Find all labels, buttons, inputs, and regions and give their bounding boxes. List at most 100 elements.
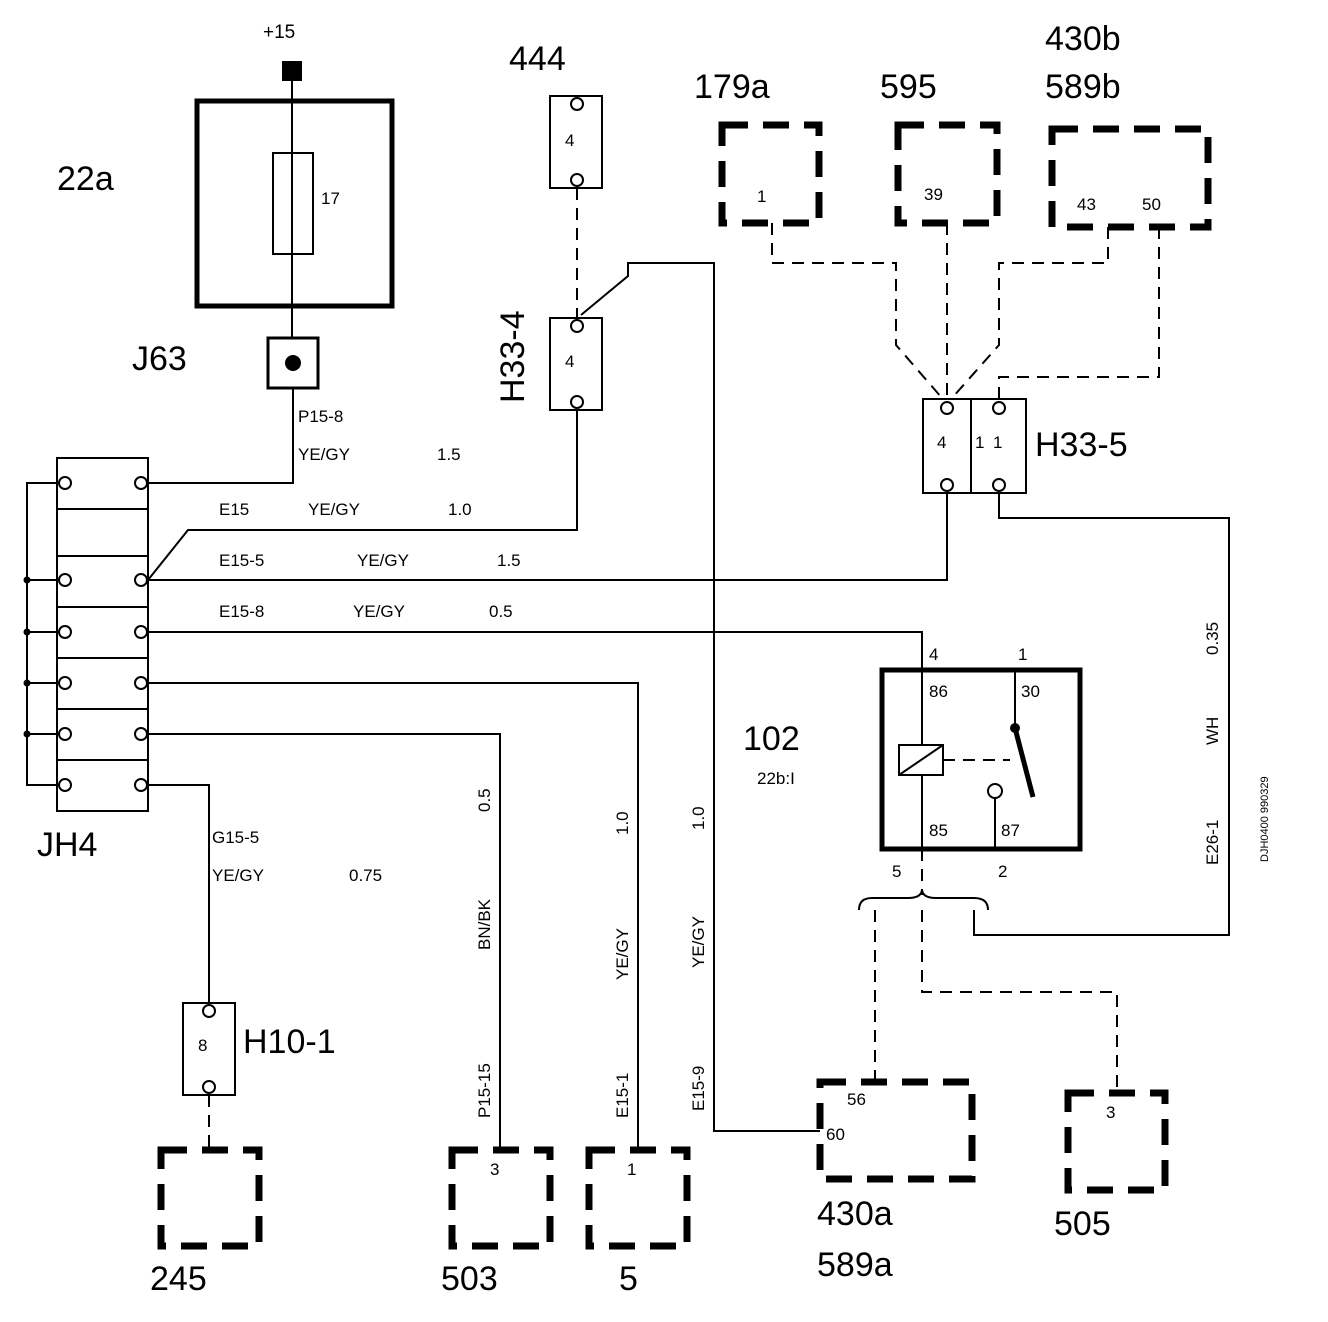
relay-pin-1: 1 — [1018, 645, 1027, 664]
wire-e15-1 — [148, 682, 639, 1148]
wire-e26-1-color: WH — [1203, 717, 1222, 745]
c444-pin: 4 — [565, 131, 574, 150]
wire-p15-8-size: 1.5 — [437, 445, 461, 464]
wire-e15-8 — [148, 631, 923, 670]
c179a-pin: 1 — [757, 187, 766, 206]
label-503: 503 — [441, 1260, 498, 1298]
wire-p15-8 — [147, 388, 294, 484]
component-5: 1 5 — [585, 1146, 691, 1298]
label-589b: 589b — [1045, 68, 1121, 106]
wire-p15-15 — [148, 733, 501, 1148]
label-430b: 430b — [1045, 20, 1121, 58]
wire-e15-id: E15 — [219, 500, 249, 519]
wire-e15-5-id: E15-5 — [219, 551, 264, 570]
wire-430b-50-h33-5 — [998, 227, 1160, 402]
relay-terminal-30: 30 — [1021, 682, 1040, 701]
connector-h33-4: 4 H33-4 — [494, 310, 603, 411]
component-430b-589b: 43 50 430b 589b — [1045, 20, 1212, 231]
terminal-plus15 — [282, 61, 302, 81]
label-jh4: JH4 — [37, 826, 97, 864]
relay-102: 4 1 86 30 85 87 5 2 102 22b:I — [743, 645, 1083, 881]
c430a-pin-56: 56 — [847, 1090, 866, 1109]
component-503: 3 503 — [441, 1146, 554, 1298]
wire-e15-1-id: E15-1 — [613, 1073, 632, 1118]
label-5: 5 — [619, 1260, 638, 1298]
relay-terminal-85: 85 — [929, 821, 948, 840]
connector-h10-1: 8 H10-1 — [182, 1002, 336, 1096]
connector-444: 4 444 — [509, 40, 603, 189]
label-plus15: +15 — [263, 22, 295, 43]
label-595: 595 — [880, 68, 937, 106]
label-589a: 589a — [817, 1246, 893, 1284]
relay-terminal-86: 86 — [929, 682, 948, 701]
c430b-pin-50: 50 — [1142, 195, 1161, 214]
component-595: 39 595 — [880, 68, 1001, 227]
h33-4-pin: 4 — [565, 352, 574, 371]
connector-j63: J63 — [132, 336, 320, 390]
c430b-pin-43: 43 — [1077, 195, 1096, 214]
wire-e15-8-color: YE/GY — [353, 602, 405, 621]
wire-p15-15-id: P15-15 — [475, 1063, 494, 1118]
wire-e15-8-id: E15-8 — [219, 602, 264, 621]
relay-pin-4: 4 — [929, 645, 938, 664]
wire-e15-color: YE/GY — [308, 500, 360, 519]
wire-e15 — [147, 410, 578, 581]
wire-p15-15-size: 0.5 — [475, 788, 494, 812]
component-245: 245 — [150, 1146, 263, 1298]
wire-g15-5-color: YE/GY — [212, 866, 264, 885]
wire-e26-1-id: E26-1 — [1203, 820, 1222, 865]
wire-p15-8-id: P15-8 — [298, 407, 343, 426]
wire-e15-5 — [148, 490, 948, 581]
wire-e26-1 — [973, 493, 1230, 936]
wire-e15-9-id: E15-9 — [689, 1066, 708, 1111]
fuse-number: 17 — [321, 189, 340, 208]
wire-179a-h33-5 — [771, 223, 943, 399]
wire-e15-8-size: 0.5 — [489, 602, 513, 621]
wire-e15-9 — [580, 262, 820, 1132]
wire-430b-43-h33-5 — [951, 227, 1109, 399]
splice-jh4: JH4 — [23, 457, 149, 864]
wire-g15-5-size: 0.75 — [349, 866, 382, 885]
label-h33-4: H33-4 — [494, 310, 532, 403]
label-j63: J63 — [132, 340, 187, 378]
wire-p15-8-color: YE/GY — [298, 445, 350, 464]
relay-pin-2: 2 — [998, 862, 1007, 881]
c430a-pin-60: 60 — [826, 1125, 845, 1144]
c505-pin: 3 — [1106, 1103, 1115, 1122]
label-h10-1: H10-1 — [243, 1023, 336, 1061]
label-245: 245 — [150, 1260, 207, 1298]
wire-e15-1-color: YE/GY — [613, 928, 632, 980]
wire-brace-505 — [921, 910, 1118, 1093]
wire-e26-1-size: 0.35 — [1203, 622, 1222, 655]
wire-p15-15-color: BN/BK — [475, 898, 494, 950]
wire-e15-size: 1.0 — [448, 500, 472, 519]
c595-pin: 39 — [924, 185, 943, 204]
label-505: 505 — [1054, 1205, 1111, 1243]
label-430a: 430a — [817, 1195, 893, 1233]
c5-pin: 1 — [627, 1160, 636, 1179]
document-id: DJH0400 990329 — [1259, 776, 1271, 862]
h10-1-pin: 8 — [198, 1036, 207, 1055]
label-22b: 22b:I — [757, 769, 795, 788]
label-102: 102 — [743, 720, 800, 758]
wire-g15-5-id: G15-5 — [212, 828, 259, 847]
wire-e15-1-size: 1.0 — [613, 811, 632, 835]
wire-e15-9-color: YE/GY — [689, 916, 708, 968]
component-179a: 1 179a — [694, 68, 823, 227]
wire-e15-5-size: 1.5 — [497, 551, 521, 570]
component-505: 3 505 — [1054, 1089, 1169, 1243]
splice-brace — [858, 888, 989, 911]
component-430a-589a: 56 60 430a 589a — [816, 1078, 976, 1284]
label-444: 444 — [509, 40, 566, 78]
connector-h33-5: 4 1 1 H33-5 — [922, 398, 1128, 494]
relay-terminal-87: 87 — [1001, 821, 1020, 840]
h33-5-pin-1b: 1 — [993, 433, 1002, 452]
relay-pin-5: 5 — [892, 862, 901, 881]
label-h33-5: H33-5 — [1035, 426, 1128, 464]
c503-pin: 3 — [490, 1160, 499, 1179]
label-179a: 179a — [694, 68, 770, 106]
fuse-box-22a: +15 17 22a — [57, 22, 395, 365]
h33-5-pin-4: 4 — [937, 433, 946, 452]
wire-e15-9-size: 1.0 — [689, 806, 708, 830]
